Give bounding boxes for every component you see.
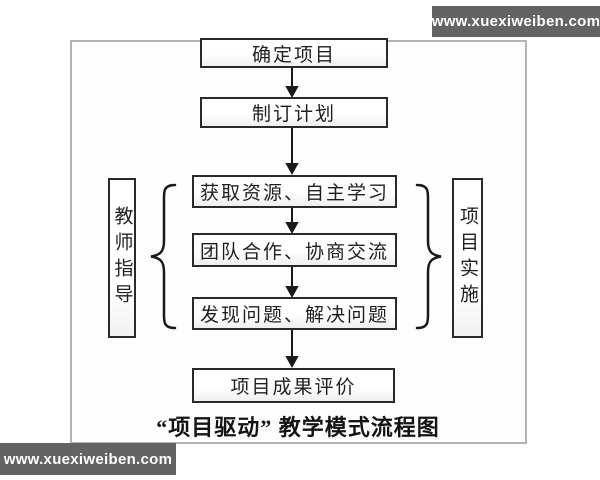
side-box-teacher-guidance: 教师指导 — [108, 178, 136, 338]
watermark-top-right: www.xuexiweiben.com — [432, 6, 600, 37]
flow-box-outcome-evaluation: 项目成果评价 — [192, 368, 395, 403]
flow-box-acquire-resources: 获取资源、自主学习 — [192, 175, 397, 208]
flow-box-label: 项目成果评价 — [230, 377, 357, 398]
flow-box-label: 制订计划 — [251, 104, 336, 125]
flow-box-label: 确定项目 — [251, 44, 336, 66]
flow-box-label: 发现问题、解决问题 — [199, 305, 389, 326]
side-box-label: 教师指导 — [111, 206, 133, 310]
flow-box-determine-project: 确定项目 — [200, 38, 388, 68]
diagram-caption: “项目驱动” 教学模式流程图 — [156, 415, 440, 440]
flow-box-label: 获取资源、自主学习 — [199, 183, 389, 204]
flow-box-make-plan: 制订计划 — [200, 97, 388, 128]
flow-box-team-cooperation: 团队合作、协商交流 — [192, 233, 397, 267]
side-box-project-implementation: 项目实施 — [452, 178, 483, 338]
flow-box-label: 团队合作、协商交流 — [199, 241, 389, 263]
flow-box-find-solve-problems: 发现问题、解决问题 — [192, 297, 397, 330]
side-box-label: 项目实施 — [457, 206, 478, 310]
watermark-bottom-left: www.xuexiweiben.com — [0, 443, 176, 475]
watermark-top-text: www.xuexiweiben.com — [431, 13, 600, 30]
watermark-bottom-text: www.xuexiweiben.com — [3, 450, 173, 468]
